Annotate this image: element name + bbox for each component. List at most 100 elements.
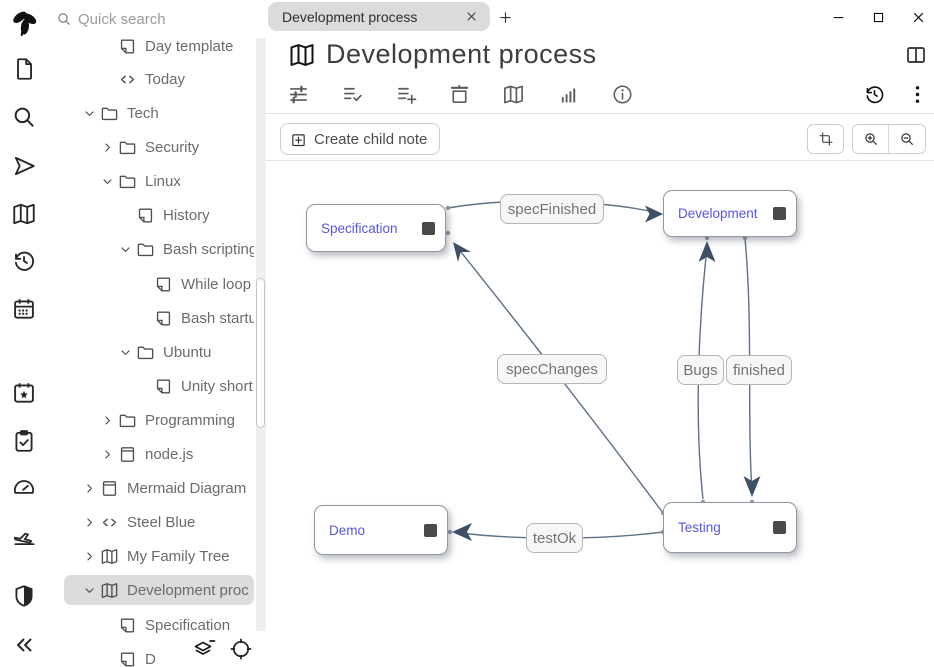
code-icon bbox=[100, 513, 120, 532]
tree-item-label: Specification bbox=[145, 616, 231, 634]
zoom-out-icon bbox=[901, 133, 913, 145]
create-child-note-button[interactable]: Create child note bbox=[280, 123, 441, 155]
reset-pan-zoom-button[interactable] bbox=[807, 124, 844, 154]
tree-item-day-template[interactable]: Day template bbox=[48, 31, 254, 61]
book-icon bbox=[118, 445, 138, 464]
node-label[interactable]: Testing bbox=[678, 520, 721, 535]
node-label[interactable]: Specification bbox=[321, 220, 398, 236]
jump-to-note-button[interactable] bbox=[11, 153, 37, 179]
edge-label-specchanges[interactable]: specChanges bbox=[497, 354, 607, 384]
trilium-logo bbox=[8, 6, 41, 39]
calendar-star-icon bbox=[14, 382, 34, 403]
tree-item-while-loop[interactable]: While loop bbox=[48, 269, 254, 299]
chevron-down-icon[interactable] bbox=[82, 105, 100, 121]
code-icon bbox=[118, 70, 138, 89]
tree-item-security[interactable]: Security bbox=[48, 132, 254, 162]
owned-attributes-button[interactable] bbox=[341, 83, 367, 109]
tree-item-nodejs[interactable]: node.js bbox=[48, 439, 254, 469]
resize-handle[interactable] bbox=[773, 207, 786, 220]
tree-item-steel-blue[interactable]: Steel Blue bbox=[48, 507, 254, 537]
dashboard-button[interactable] bbox=[11, 475, 37, 501]
tree-item-tech[interactable]: Tech bbox=[48, 98, 254, 128]
tree-item-label: Steel Blue bbox=[127, 513, 196, 531]
edge-label-finished[interactable]: finished bbox=[726, 355, 792, 385]
target-icon[interactable] bbox=[229, 637, 253, 661]
node-label[interactable]: Demo bbox=[329, 522, 366, 538]
gauge-icon bbox=[13, 480, 35, 494]
calendar-button[interactable] bbox=[11, 296, 37, 322]
tree-item-mermaid-diagrams[interactable]: Mermaid Diagram bbox=[48, 473, 254, 503]
quick-search-input[interactable] bbox=[78, 5, 228, 33]
node-development[interactable]: Development bbox=[663, 190, 797, 237]
new-tab-button[interactable] bbox=[492, 4, 518, 30]
task-list-button[interactable] bbox=[11, 428, 37, 454]
tree-item-specification[interactable]: Specification bbox=[48, 610, 254, 640]
note-info-button[interactable] bbox=[557, 83, 583, 109]
chevron-right-icon[interactable] bbox=[82, 548, 100, 564]
edge-label-testok[interactable]: testOk bbox=[526, 523, 583, 553]
tree-item-bash-scripting[interactable]: Bash scripting bbox=[48, 234, 254, 264]
tree-item-partial[interactable]: D bbox=[48, 644, 254, 667]
more-menu-button[interactable] bbox=[906, 83, 932, 109]
note-icon bbox=[154, 309, 174, 328]
tree-item-linux[interactable]: Linux bbox=[48, 166, 254, 196]
layers-icon[interactable] bbox=[192, 637, 216, 661]
info-button[interactable] bbox=[611, 83, 637, 109]
tree-item-development-process[interactable]: Development proc bbox=[64, 575, 254, 605]
split-pane-button[interactable] bbox=[904, 43, 930, 69]
folder-icon bbox=[136, 343, 156, 362]
resize-handle[interactable] bbox=[422, 221, 435, 235]
resize-handle[interactable] bbox=[424, 523, 437, 537]
node-demo[interactable]: Demo bbox=[314, 505, 448, 555]
chevron-right-icon[interactable] bbox=[100, 139, 118, 155]
note-map-button[interactable] bbox=[502, 83, 528, 109]
zoom-in-icon bbox=[864, 133, 877, 145]
inherited-attributes-button[interactable] bbox=[395, 83, 421, 109]
protected-session-button[interactable] bbox=[11, 583, 37, 609]
zoom-out-button[interactable] bbox=[889, 125, 925, 153]
tree-item-bash-startup[interactable]: Bash startu bbox=[48, 303, 254, 333]
recent-changes-button[interactable] bbox=[11, 248, 37, 274]
window-minimize-button[interactable] bbox=[823, 5, 853, 29]
chevron-down-icon[interactable] bbox=[118, 344, 136, 360]
window-maximize-button[interactable] bbox=[863, 5, 893, 29]
tree-item-history[interactable]: History bbox=[48, 200, 254, 230]
relation-map-canvas[interactable]: specFinished specChanges Bugs finished t… bbox=[266, 161, 934, 667]
note-paths-button[interactable] bbox=[448, 83, 474, 109]
window-close-button[interactable] bbox=[903, 5, 933, 29]
calendar-icon bbox=[13, 298, 35, 319]
collapse-pane-button[interactable] bbox=[11, 632, 37, 658]
tab-development-process[interactable]: Development process bbox=[268, 2, 490, 31]
tree-item-my-family-tree[interactable]: My Family Tree bbox=[48, 541, 254, 571]
chevron-down-icon[interactable] bbox=[100, 173, 118, 189]
node-testing[interactable]: Testing bbox=[663, 502, 797, 553]
travel-button[interactable] bbox=[11, 523, 37, 549]
folder-icon bbox=[118, 172, 138, 191]
note-revisions-button[interactable] bbox=[863, 83, 889, 109]
search-button[interactable] bbox=[11, 104, 37, 130]
tree-item-unity-shortcuts[interactable]: Unity short bbox=[48, 371, 254, 401]
new-note-button[interactable] bbox=[11, 56, 37, 82]
tree-item-today[interactable]: Today bbox=[48, 64, 254, 94]
resize-handle[interactable] bbox=[773, 521, 786, 534]
chevron-right-icon[interactable] bbox=[100, 412, 118, 428]
bookmark-day-button[interactable] bbox=[11, 380, 37, 406]
chevron-right-icon[interactable] bbox=[100, 446, 118, 462]
tree-item-programming[interactable]: Programming bbox=[48, 405, 254, 435]
chevron-right-icon[interactable] bbox=[82, 480, 100, 496]
kebab-menu-icon bbox=[915, 86, 920, 103]
tab-close-button[interactable] bbox=[458, 4, 484, 30]
edge-label-bugs[interactable]: Bugs bbox=[677, 355, 724, 385]
note-title[interactable]: Development process bbox=[326, 39, 597, 69]
edge-label-specfinished[interactable]: specFinished bbox=[500, 194, 604, 224]
zoom-in-button[interactable] bbox=[853, 125, 890, 153]
chevron-right-icon[interactable] bbox=[82, 514, 100, 530]
chevron-down-icon[interactable] bbox=[118, 241, 136, 257]
tree-scrollbar-thumb[interactable] bbox=[256, 278, 265, 428]
note-map-button[interactable] bbox=[11, 201, 37, 227]
basic-properties-button[interactable] bbox=[287, 83, 313, 109]
node-label[interactable]: Development bbox=[678, 206, 758, 221]
node-specification[interactable]: Specification bbox=[306, 204, 446, 252]
chevron-down-icon[interactable] bbox=[82, 582, 100, 598]
tree-item-ubuntu[interactable]: Ubuntu bbox=[48, 337, 254, 367]
